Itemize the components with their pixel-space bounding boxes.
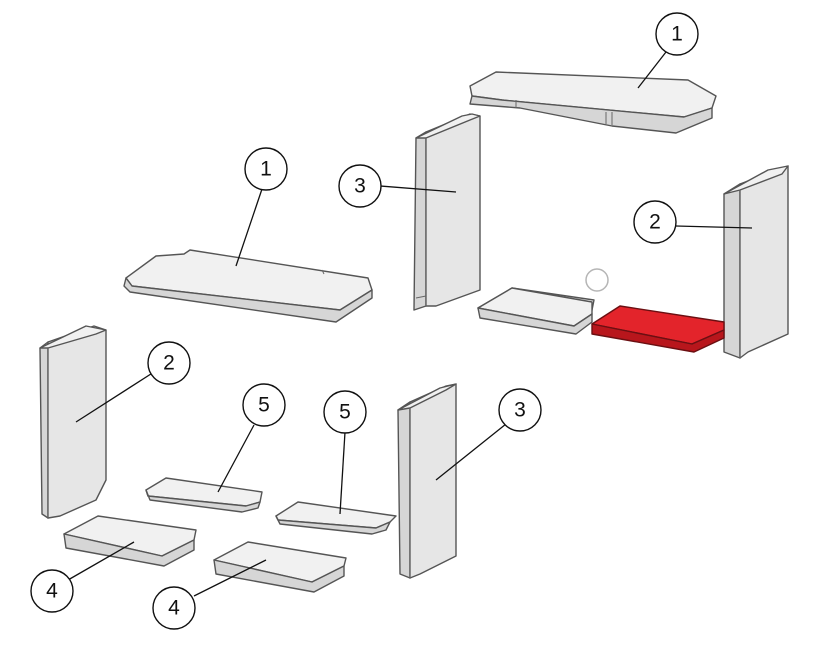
base-brick-left xyxy=(63,515,197,567)
side-panel-upper xyxy=(413,113,481,311)
callout-label: 5 xyxy=(258,394,270,417)
callout-3-lower: 3 xyxy=(498,388,542,432)
callout-label: 5 xyxy=(339,401,351,424)
base-brick-right xyxy=(213,541,347,593)
callout-label: 1 xyxy=(671,23,683,46)
callout-4-left: 4 xyxy=(30,569,74,613)
callout-label: 1 xyxy=(260,158,272,181)
callout-label: 4 xyxy=(168,597,180,620)
callout-4-right: 4 xyxy=(152,586,196,630)
callout-1-top-right: 1 xyxy=(655,12,699,56)
base-brick-gray xyxy=(477,287,595,335)
callout-label: 2 xyxy=(649,211,661,234)
callout-1-middle-left: 1 xyxy=(244,147,288,191)
callout-3-upper: 3 xyxy=(338,164,382,208)
base-brick-highlighted xyxy=(591,305,725,353)
position-marker-circle xyxy=(585,268,609,292)
callout-label: 3 xyxy=(354,175,366,198)
thin-plate-right xyxy=(275,501,397,535)
baffle-plate-top-right xyxy=(469,71,717,134)
callout-2-left: 2 xyxy=(147,341,191,385)
callout-5-right: 5 xyxy=(323,390,367,434)
side-panel-left xyxy=(39,325,107,519)
callout-label: 3 xyxy=(514,399,526,422)
side-panel-right xyxy=(723,165,789,359)
callout-5-left: 5 xyxy=(242,383,286,427)
thin-plate-left xyxy=(145,477,263,513)
leader-lines xyxy=(67,51,753,597)
baffle-plate-middle-left xyxy=(123,249,373,323)
callout-2-right: 2 xyxy=(633,200,677,244)
side-panel-lower xyxy=(397,383,457,579)
callout-label: 4 xyxy=(46,580,58,603)
callout-label: 2 xyxy=(163,352,175,375)
